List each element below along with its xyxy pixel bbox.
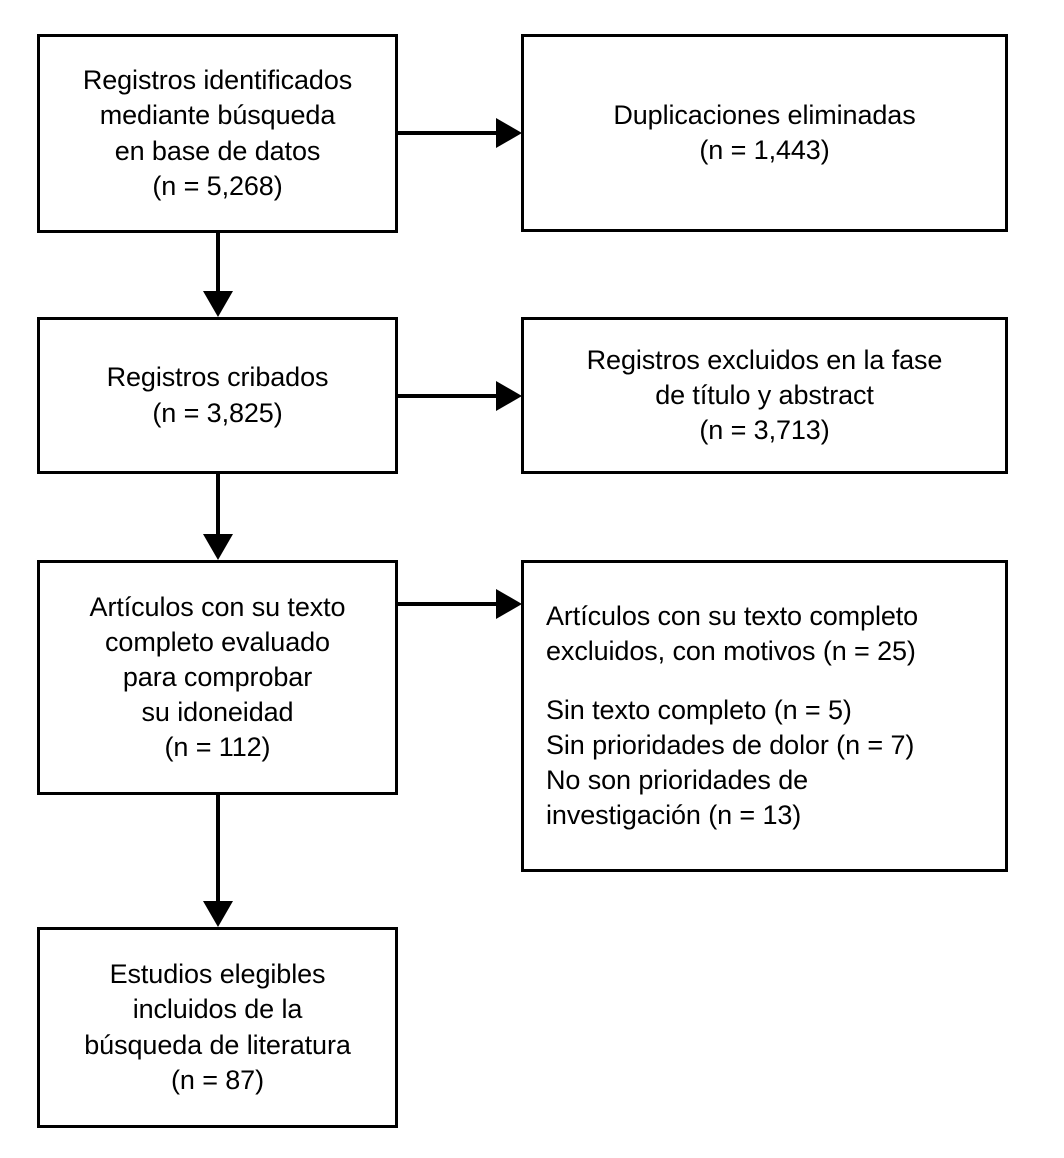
box-line: Registros identificados	[82, 65, 353, 96]
reason-not-research-priorities-part1: No son prioridades de	[546, 765, 809, 796]
box-fulltext-excluded-with-reasons: Artículos con su texto completo excluido…	[521, 560, 1008, 872]
box-records-identified: Registros identificados mediante búsqued…	[37, 34, 398, 233]
box-line-count: (n = 87)	[170, 1064, 264, 1095]
box-line: búsqueda de literatura	[84, 1029, 351, 1060]
arrow-head-right-icon	[496, 118, 522, 148]
arrow-stem	[398, 131, 500, 135]
box-duplicates-removed: Duplicaciones eliminadas (n = 1,443)	[521, 34, 1008, 232]
arrow-head-right-icon	[496, 589, 522, 619]
box-line: completo evaluado	[105, 626, 330, 657]
box-line: en base de datos	[114, 135, 321, 166]
box-line: su idoneidad	[141, 697, 294, 728]
arrow-stem	[216, 233, 220, 295]
arrow-head-right-icon	[496, 381, 522, 411]
arrow-head-down-icon	[203, 291, 233, 317]
arrow-stem	[216, 795, 220, 905]
box-records-screened: Registros cribados (n = 3,825)	[37, 317, 398, 474]
arrow-identified-to-duplicates	[398, 118, 524, 148]
arrow-stem	[398, 394, 500, 398]
box-line-count: (n = 3,825)	[152, 397, 283, 428]
box-line: Artículos con su texto completo	[546, 600, 919, 631]
reason-no-fulltext: Sin texto completo (n = 5)	[546, 695, 852, 726]
box-line-count: (n = 1,443)	[699, 135, 830, 165]
box-line: Estudios elegibles	[109, 959, 326, 990]
box-line: mediante búsqueda	[99, 100, 336, 131]
box-line-count: (n = 3,713)	[699, 415, 830, 446]
arrow-screened-to-fulltext	[203, 474, 233, 562]
box-records-excluded-title-abstract: Registros excluidos en la fase de título…	[521, 317, 1008, 474]
box-line: incluidos de la	[132, 994, 303, 1025]
arrow-fulltext-to-excluded-reasons	[398, 589, 524, 619]
box-line: Duplicaciones eliminadas	[613, 99, 916, 130]
box-studies-included: Estudios elegibles incluidos de la búsqu…	[37, 927, 398, 1128]
box-line: Registros excluidos en la fase	[586, 344, 943, 375]
arrow-head-down-icon	[203, 534, 233, 560]
arrow-head-down-icon	[203, 901, 233, 927]
box-line-count: (n = 5,268)	[152, 170, 283, 201]
box-line: Registros cribados	[106, 362, 329, 393]
box-line-count: (n = 112)	[164, 732, 271, 763]
arrow-stem	[216, 474, 220, 538]
box-line: de título y abstract	[655, 379, 874, 410]
arrow-screened-to-excluded-title-abstract	[398, 381, 524, 411]
arrow-fulltext-to-included	[203, 795, 233, 929]
box-line-count: excluidos, con motivos (n = 25)	[546, 635, 916, 666]
box-line: para comprobar	[122, 661, 313, 692]
box-line: Artículos con su texto	[89, 591, 346, 622]
reason-no-pain-priorities: Sin prioridades de dolor (n = 7)	[546, 730, 915, 761]
reason-not-research-priorities-part2: investigación (n = 13)	[546, 800, 802, 831]
box-fulltext-assessed: Artículos con su texto completo evaluado…	[37, 560, 398, 795]
arrow-stem	[398, 602, 500, 606]
arrow-identified-to-screened	[203, 233, 233, 319]
